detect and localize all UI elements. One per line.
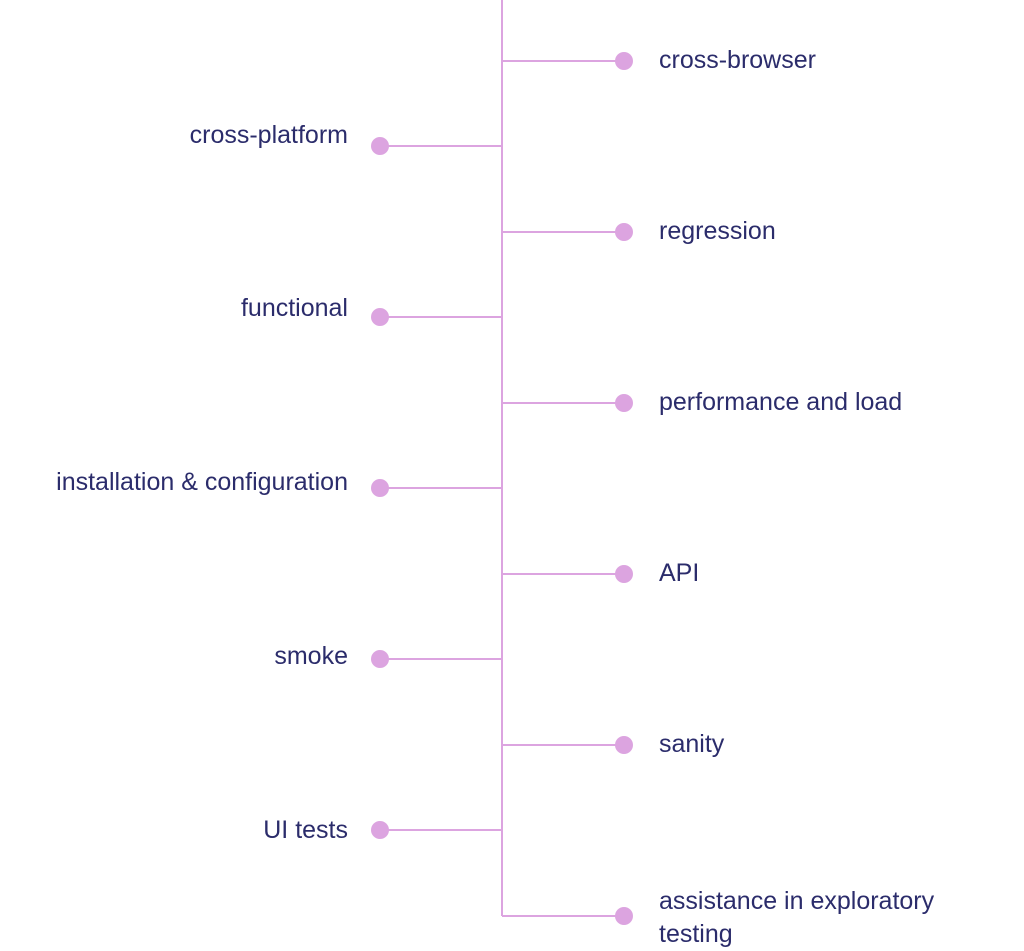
right-connector-line: [502, 744, 624, 746]
right-item-label: performance and load: [659, 388, 903, 416]
right-node-dot: [615, 907, 633, 925]
left-connector-line: [380, 316, 502, 318]
left-connector-line: [380, 145, 502, 147]
left-item-label: cross-platform: [189, 121, 348, 149]
right-connector-line: [502, 915, 624, 917]
left-connector-line: [380, 487, 502, 489]
right-node-dot: [615, 52, 633, 70]
left-node-dot: [371, 137, 389, 155]
right-node-dot: [615, 394, 633, 412]
right-item-label: assistance in exploratory testing: [659, 887, 935, 948]
right-item-label: API: [659, 559, 700, 587]
left-item-label: functional: [240, 294, 348, 322]
right-item-label: cross-browser: [659, 46, 816, 74]
right-connector-line: [502, 231, 624, 233]
left-node-dot: [371, 650, 389, 668]
left-node-dot: [371, 479, 389, 497]
right-connector-line: [502, 60, 624, 62]
right-node-dot: [615, 223, 633, 241]
right-item-label: regression: [659, 217, 776, 245]
right-connector-line: [502, 573, 624, 575]
left-node-dot: [371, 821, 389, 839]
left-connector-line: [380, 829, 502, 831]
vertical-spine-line: [501, 0, 503, 916]
left-node-dot: [371, 308, 389, 326]
left-item-label: smoke: [274, 642, 348, 670]
left-item-label: UI tests: [263, 816, 348, 844]
left-connector-line: [380, 658, 502, 660]
left-item-label: installation & configuration: [56, 468, 348, 496]
right-connector-line: [502, 402, 624, 404]
right-node-dot: [615, 736, 633, 754]
right-item-label: sanity: [659, 730, 725, 758]
right-node-dot: [615, 565, 633, 583]
